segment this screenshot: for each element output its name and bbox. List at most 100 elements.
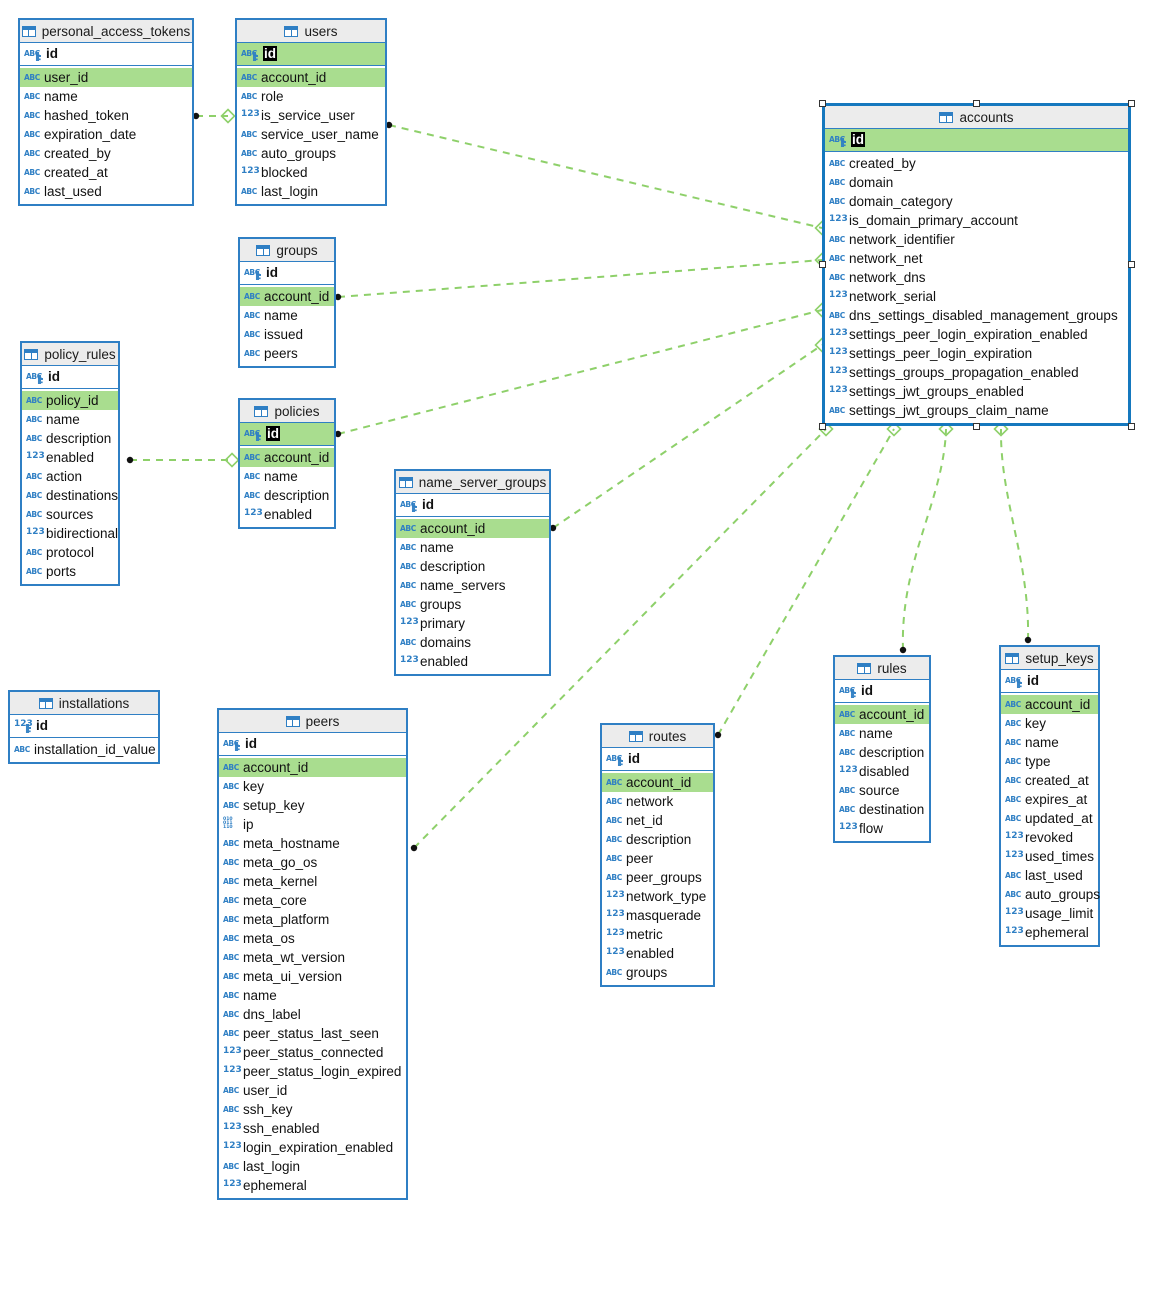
primary-key-row[interactable]: id — [602, 748, 713, 771]
column-row[interactable]: created_at — [20, 163, 192, 182]
relationship-edge[interactable] — [385, 121, 830, 236]
column-row[interactable]: metric — [602, 925, 713, 944]
entity-name_server_groups[interactable]: name_server_groupsidaccount_idnamedescri… — [394, 469, 551, 676]
column-row[interactable]: policy_id — [22, 391, 118, 410]
column-row[interactable]: destination — [835, 800, 929, 819]
entity-header[interactable]: peers — [219, 710, 406, 733]
entity-header[interactable]: setup_keys — [1001, 647, 1098, 670]
column-row[interactable]: meta_os — [219, 929, 406, 948]
relationship-edge[interactable] — [549, 337, 830, 532]
selection-handle[interactable] — [1127, 99, 1135, 107]
column-row[interactable]: account_id — [396, 519, 549, 538]
column-row[interactable]: is_domain_primary_account — [825, 211, 1128, 230]
primary-key-row[interactable]: id — [237, 43, 385, 66]
column-row[interactable]: account_id — [602, 773, 713, 792]
column-row[interactable]: auto_groups — [237, 144, 385, 163]
column-row[interactable]: domain — [825, 173, 1128, 192]
column-row[interactable]: created_by — [20, 144, 192, 163]
column-row[interactable]: settings_peer_login_expiration_enabled — [825, 325, 1128, 344]
column-row[interactable]: network_dns — [825, 268, 1128, 287]
entity-header[interactable]: users — [237, 20, 385, 43]
entity-header[interactable]: rules — [835, 657, 929, 680]
selection-handle[interactable] — [818, 261, 826, 268]
column-row[interactable]: role — [237, 87, 385, 106]
relationship-edge[interactable] — [899, 421, 954, 654]
column-row[interactable]: groups — [396, 595, 549, 614]
column-row[interactable]: key — [219, 777, 406, 796]
entity-header[interactable]: routes — [602, 725, 713, 748]
selection-handle[interactable] — [973, 99, 980, 107]
column-row[interactable]: peer_status_connected — [219, 1043, 406, 1062]
column-row[interactable]: used_times — [1001, 847, 1098, 866]
selection-handle[interactable] — [818, 422, 826, 430]
relationship-edge[interactable] — [126, 452, 240, 468]
entity-policy_rules[interactable]: policy_rulesidpolicy_idnamedescriptionen… — [20, 341, 120, 586]
column-row[interactable]: settings_peer_login_expiration — [825, 344, 1128, 363]
column-row[interactable]: account_id — [1001, 695, 1098, 714]
primary-key-row[interactable]: id — [825, 129, 1128, 152]
column-row[interactable]: groups — [602, 963, 713, 982]
entity-header[interactable]: name_server_groups — [396, 471, 549, 494]
selection-handle[interactable] — [973, 422, 980, 430]
column-row[interactable]: peer_status_login_expired — [219, 1062, 406, 1081]
column-row[interactable]: enabled — [602, 944, 713, 963]
entity-peers[interactable]: peersidaccount_idkeysetup_key010011110ip… — [217, 708, 408, 1200]
entity-users[interactable]: usersidaccount_idroleis_service_userserv… — [235, 18, 387, 206]
column-row[interactable]: name — [396, 538, 549, 557]
column-row[interactable]: ephemeral — [219, 1176, 406, 1195]
column-row[interactable]: enabled — [396, 652, 549, 671]
column-row[interactable]: destinations — [22, 486, 118, 505]
column-row[interactable]: blocked — [237, 163, 385, 182]
entity-accounts[interactable]: accountsidcreated_bydomaindomain_categor… — [822, 103, 1131, 426]
primary-key-row[interactable]: id — [835, 680, 929, 703]
entity-installations[interactable]: installationsidinstallation_id_value — [8, 690, 160, 764]
column-row[interactable]: disabled — [835, 762, 929, 781]
relationship-edge[interactable] — [993, 421, 1032, 644]
column-row[interactable]: revoked — [1001, 828, 1098, 847]
column-row[interactable]: enabled — [240, 505, 334, 524]
column-row[interactable]: type — [1001, 752, 1098, 771]
column-row[interactable]: primary — [396, 614, 549, 633]
primary-key-row[interactable]: id — [240, 262, 334, 285]
selection-handle[interactable] — [1127, 422, 1135, 430]
relationship-edge[interactable] — [334, 302, 830, 438]
column-row[interactable]: network_identifier — [825, 230, 1128, 249]
entity-header[interactable]: policy_rules — [22, 343, 118, 366]
column-row[interactable]: network_type — [602, 887, 713, 906]
column-row[interactable]: expiration_date — [20, 125, 192, 144]
column-row[interactable]: last_login — [219, 1157, 406, 1176]
relationship-edge[interactable] — [334, 252, 830, 301]
column-row[interactable]: name — [20, 87, 192, 106]
column-row[interactable]: settings_groups_propagation_enabled — [825, 363, 1128, 382]
entity-header[interactable]: accounts — [825, 106, 1128, 129]
entity-setup_keys[interactable]: setup_keysidaccount_idkeynametypecreated… — [999, 645, 1100, 947]
entity-rules[interactable]: rulesidaccount_idnamedescriptiondisabled… — [833, 655, 931, 843]
column-row[interactable]: meta_core — [219, 891, 406, 910]
column-row[interactable]: description — [22, 429, 118, 448]
column-row[interactable]: masquerade — [602, 906, 713, 925]
column-row[interactable]: meta_hostname — [219, 834, 406, 853]
column-row[interactable]: meta_wt_version — [219, 948, 406, 967]
column-row[interactable]: service_user_name — [237, 125, 385, 144]
column-row[interactable]: last_login — [237, 182, 385, 201]
column-row[interactable]: network_net — [825, 249, 1128, 268]
primary-key-row[interactable]: id — [10, 715, 158, 738]
column-row[interactable]: name — [240, 306, 334, 325]
primary-key-row[interactable]: id — [219, 733, 406, 756]
primary-key-row[interactable]: id — [1001, 670, 1098, 693]
column-row[interactable]: created_by — [825, 154, 1128, 173]
selection-handle[interactable] — [818, 99, 826, 107]
column-row[interactable]: hashed_token — [20, 106, 192, 125]
column-row[interactable]: login_expiration_enabled — [219, 1138, 406, 1157]
column-row[interactable]: description — [396, 557, 549, 576]
column-row[interactable]: account_id — [219, 758, 406, 777]
column-row[interactable]: meta_kernel — [219, 872, 406, 891]
column-row[interactable]: name — [835, 724, 929, 743]
column-row[interactable]: meta_platform — [219, 910, 406, 929]
column-row[interactable]: account_id — [240, 448, 334, 467]
column-row[interactable]: enabled — [22, 448, 118, 467]
column-row[interactable]: updated_at — [1001, 809, 1098, 828]
column-row[interactable]: name — [22, 410, 118, 429]
column-row[interactable]: ssh_key — [219, 1100, 406, 1119]
primary-key-row[interactable]: id — [20, 43, 192, 66]
